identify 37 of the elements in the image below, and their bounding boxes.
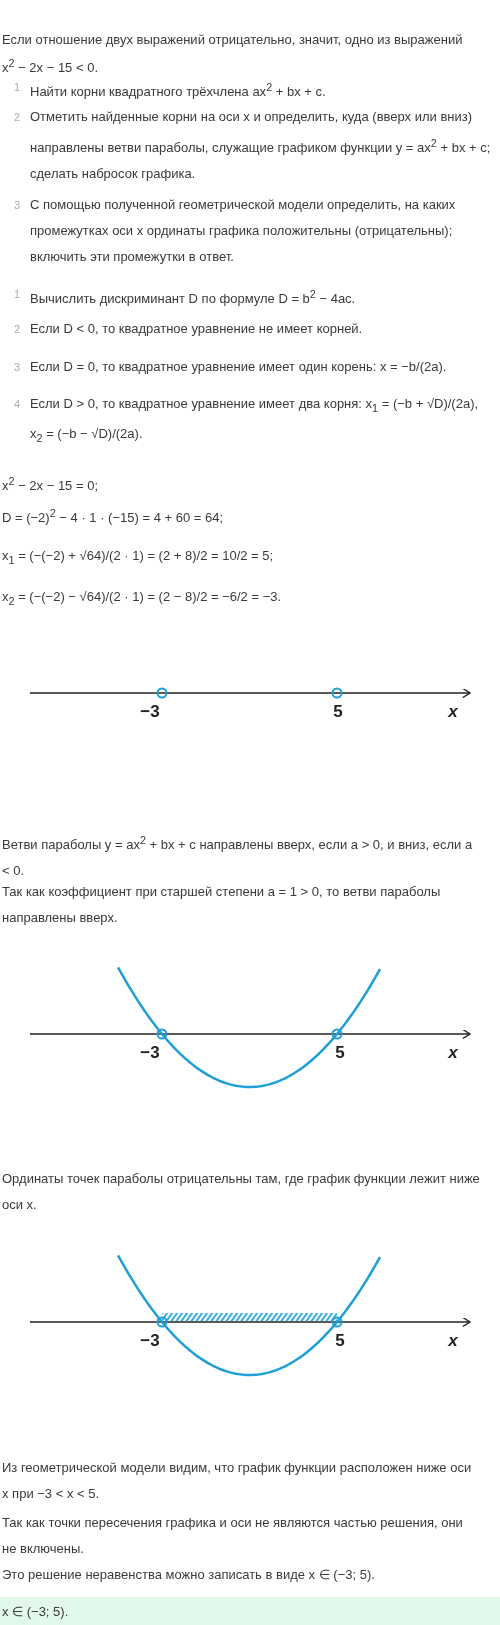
answer-text: x ∈ (−3; 5). xyxy=(2,1604,69,1619)
axis-label: x xyxy=(447,1331,459,1351)
paragraph: Это решение неравенства можно записать в виде x ∈ (−3; 5). xyxy=(2,1566,376,1584)
paragraph: Отметить найденные корни на оси x и определить, куда (вверх или вниз) направлены ветви параболы, служащие графиком функции y = ax$^{2}$ + bx + c; сделать набросок графика. xyxy=(30,108,492,184)
axis-tick-label: 5 xyxy=(334,1331,346,1351)
paragraph: Так как точки пересечения графика и оси не являются частью решения, они не включены. xyxy=(2,1514,464,1558)
axis-label: x xyxy=(447,1043,459,1063)
list-number: 4 xyxy=(14,397,21,412)
list-number: 2 xyxy=(14,322,21,337)
list-number: 1 xyxy=(14,80,21,95)
axis-tick-label: −3 xyxy=(139,1043,161,1063)
paragraph: Так как коэффициент при старшей степени a = 1 > 0, то ветви параболы направлены вверх. xyxy=(2,883,442,927)
answer-band xyxy=(0,1597,500,1625)
equation: x$_{1}$ = (−(−2) + √64)/(2 · 1) = (2 + 8)/2 = 10/2 = 5; xyxy=(2,547,274,568)
equation: x$^{2}$ − 2x − 15 = 0; xyxy=(2,474,98,496)
list-number: 3 xyxy=(14,360,21,375)
paragraph: Из геометрической модели видим, что график функции расположен ниже оси x при −3 < x < 5. xyxy=(2,1459,473,1503)
paragraph: Найти корни квадратного трёхчлена ax$^{2}$ + bx + c. xyxy=(30,80,327,102)
paragraph: Если D = 0, то квадратное уравнение имеет один корень: x = −b/(2a). xyxy=(30,358,448,376)
axis-tick-label: −3 xyxy=(139,702,161,722)
paragraph: Ветви параболы y = ax$^{2}$ + bx + c направлены вверх, если a > 0, и вниз, если a < 0. xyxy=(2,833,474,881)
axis-label: x xyxy=(447,702,459,722)
paragraph: С помощью полученной геометрической модели определить, на каких промежутках оси x ординаты графика положительны (отрицательны); включить эти промежутки в ответ. xyxy=(30,196,457,266)
paragraph: Если отношение двух выражений отрицательно, значит, одно из выражений xyxy=(2,31,464,49)
paragraph: Если D > 0, то квадратное уравнение имеет два корня: x$_{1}$ = (−b + √D)/(2a), x$_{2}$ = (−b − √D)/(2a). xyxy=(30,395,480,446)
list-number: 2 xyxy=(14,110,21,125)
list-number: 3 xyxy=(14,198,21,213)
equation: D = (−2)$^{2}$ − 4 · 1 · (−15) = 4 + 60 = 64; xyxy=(2,506,224,528)
paragraph: Ординаты точек параболы отрицательны там, где график функции лежит ниже оси x. xyxy=(2,1170,480,1214)
axis-tick-label: 5 xyxy=(334,1043,346,1063)
axis-tick-label: −3 xyxy=(139,1331,161,1351)
axis-tick-label: 5 xyxy=(332,702,344,722)
paragraph: Если D < 0, то квадратное уравнение не имеет корней. xyxy=(30,320,364,338)
equation: x$_{2}$ = (−(−2) − √64)/(2 · 1) = (2 − 8)/2 = −6/2 = −3. xyxy=(2,588,282,609)
list-number: 1 xyxy=(14,287,21,302)
equation: x$^{2}$ − 2x − 15 < 0. xyxy=(2,56,98,78)
paragraph: Вычислить дискриминант D по формуле D = b$^{2}$ − 4ac. xyxy=(30,287,357,309)
